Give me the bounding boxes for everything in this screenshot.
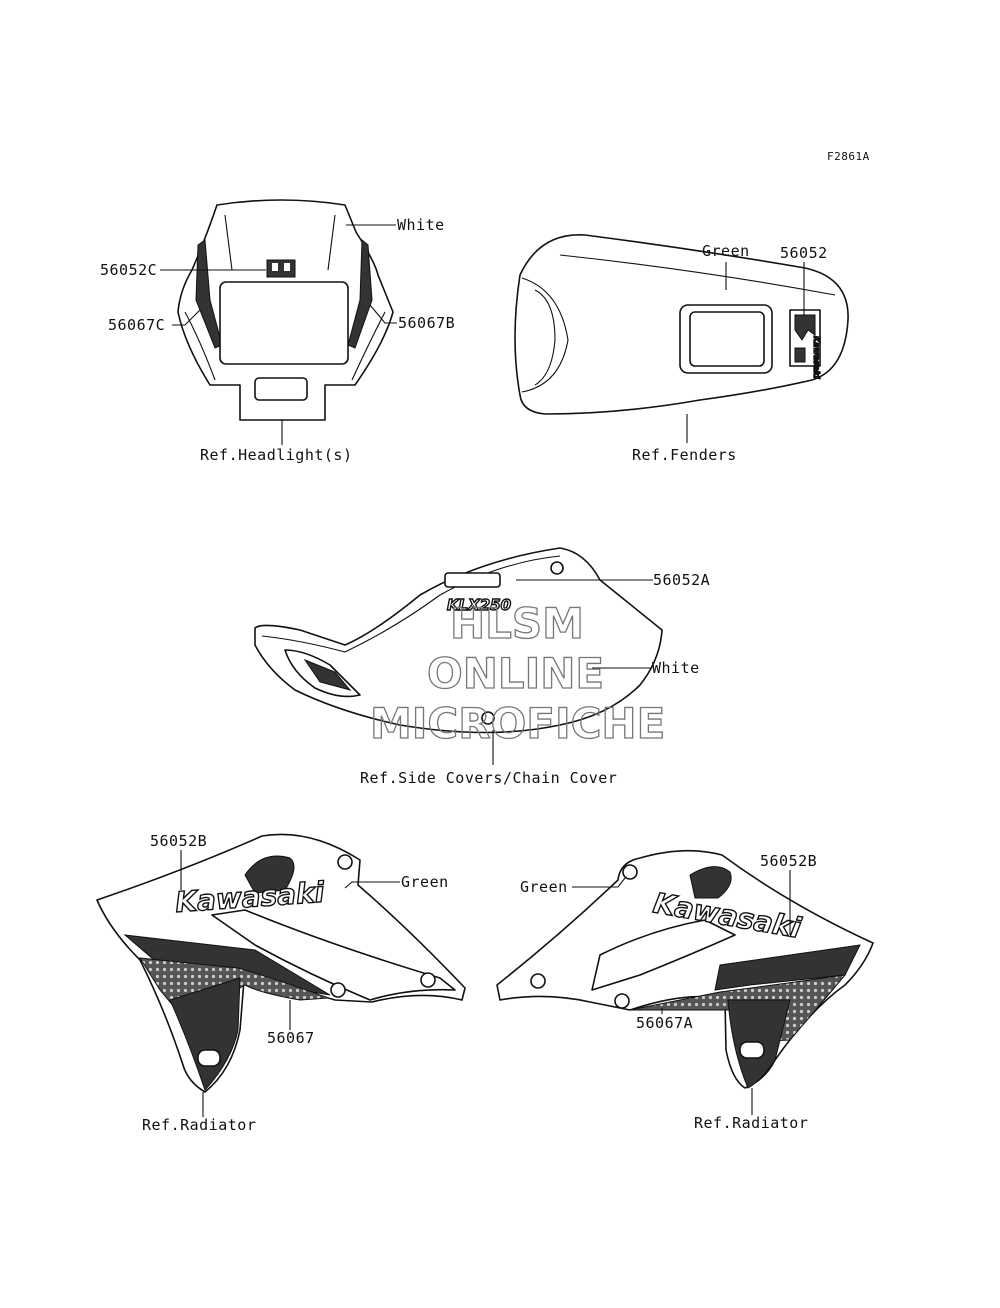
label-green-right: Green — [520, 878, 568, 896]
label-56067C: 56067C — [108, 316, 165, 334]
label-ref-fenders: Ref.Fenders — [632, 446, 737, 464]
watermark-line1: HLSM — [450, 599, 584, 648]
side-cover — [254, 547, 663, 734]
label-56052C: 56052C — [100, 261, 157, 279]
fender-emblem-text: Kawasaki — [812, 336, 821, 379]
label-56067A: 56067A — [636, 1014, 693, 1032]
radiator-shroud-left: Kawasaki — [96, 833, 466, 1093]
label-56067B: 56067B — [398, 314, 455, 332]
label-56067: 56067 — [267, 1029, 315, 1047]
label-ref-radiator-left: Ref.Radiator — [142, 1116, 256, 1134]
label-white-headlight: White — [397, 216, 445, 234]
headlight-lower-lens — [254, 377, 308, 401]
side-cover-assembly: KLX250 — [254, 547, 663, 734]
label-green-left: Green — [401, 873, 449, 891]
headlight-stripe-right — [347, 238, 373, 349]
label-ref-side: Ref.Side Covers/Chain Cover — [360, 769, 617, 787]
radiator-shroud-right: Kawasaki — [496, 849, 874, 1089]
watermark: HLSM ONLINE MICROFICHE — [369, 598, 666, 748]
label-green-fender: Green — [702, 242, 750, 260]
headlight-emblem — [266, 259, 296, 278]
label-56052: 56052 — [780, 244, 828, 262]
side-cover-logo: KLX250 — [447, 596, 511, 614]
label-56052B-right: 56052B — [760, 852, 817, 870]
watermark-line3: MICROFICHE — [370, 699, 665, 748]
watermark-line2: ONLINE — [427, 649, 604, 698]
label-56052B-left: 56052B — [150, 832, 207, 850]
label-ref-radiator-right: Ref.Radiator — [694, 1114, 808, 1132]
figure-id: F2861A — [827, 150, 870, 163]
headlight-lens — [219, 281, 349, 365]
shroud-left-cutout — [244, 855, 295, 894]
label-ref-headlight: Ref.Headlight(s) — [200, 446, 353, 464]
rear-fender-assembly: Kawasaki — [514, 234, 849, 415]
headlight-cowl-assembly — [177, 199, 394, 421]
label-white-side: White — [652, 659, 700, 677]
label-56052A: 56052A — [653, 571, 710, 589]
shroud-right-cutout — [689, 866, 732, 899]
